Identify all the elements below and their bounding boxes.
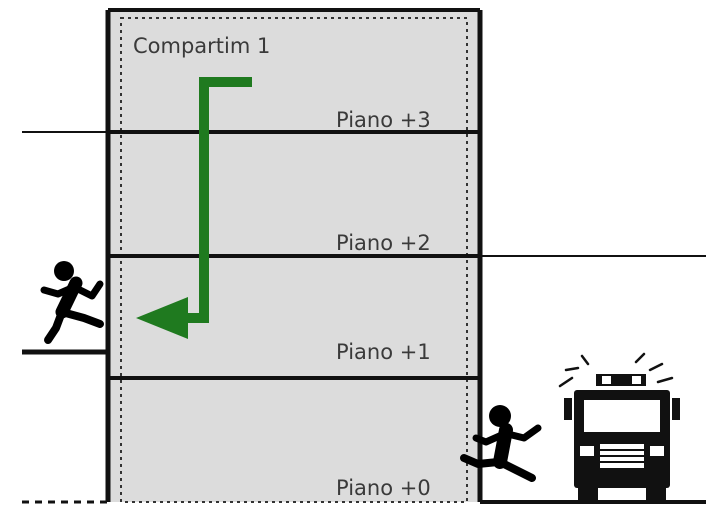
running-person-icon-right (460, 405, 542, 482)
compartment-label: Compartim 1 (133, 34, 270, 58)
siren-rays (558, 352, 674, 388)
floor-label-2: Piano +2 (336, 231, 431, 255)
floor-label-1: Piano +1 (336, 340, 431, 364)
fire-truck-icon (558, 352, 680, 502)
compartment-boundary (120, 17, 468, 503)
running-person-icon-left (40, 261, 104, 344)
evacuation-route-arrow (136, 77, 252, 339)
floor-label-0: Piano +0 (336, 476, 431, 500)
floor-label-3: Piano +3 (336, 108, 431, 132)
